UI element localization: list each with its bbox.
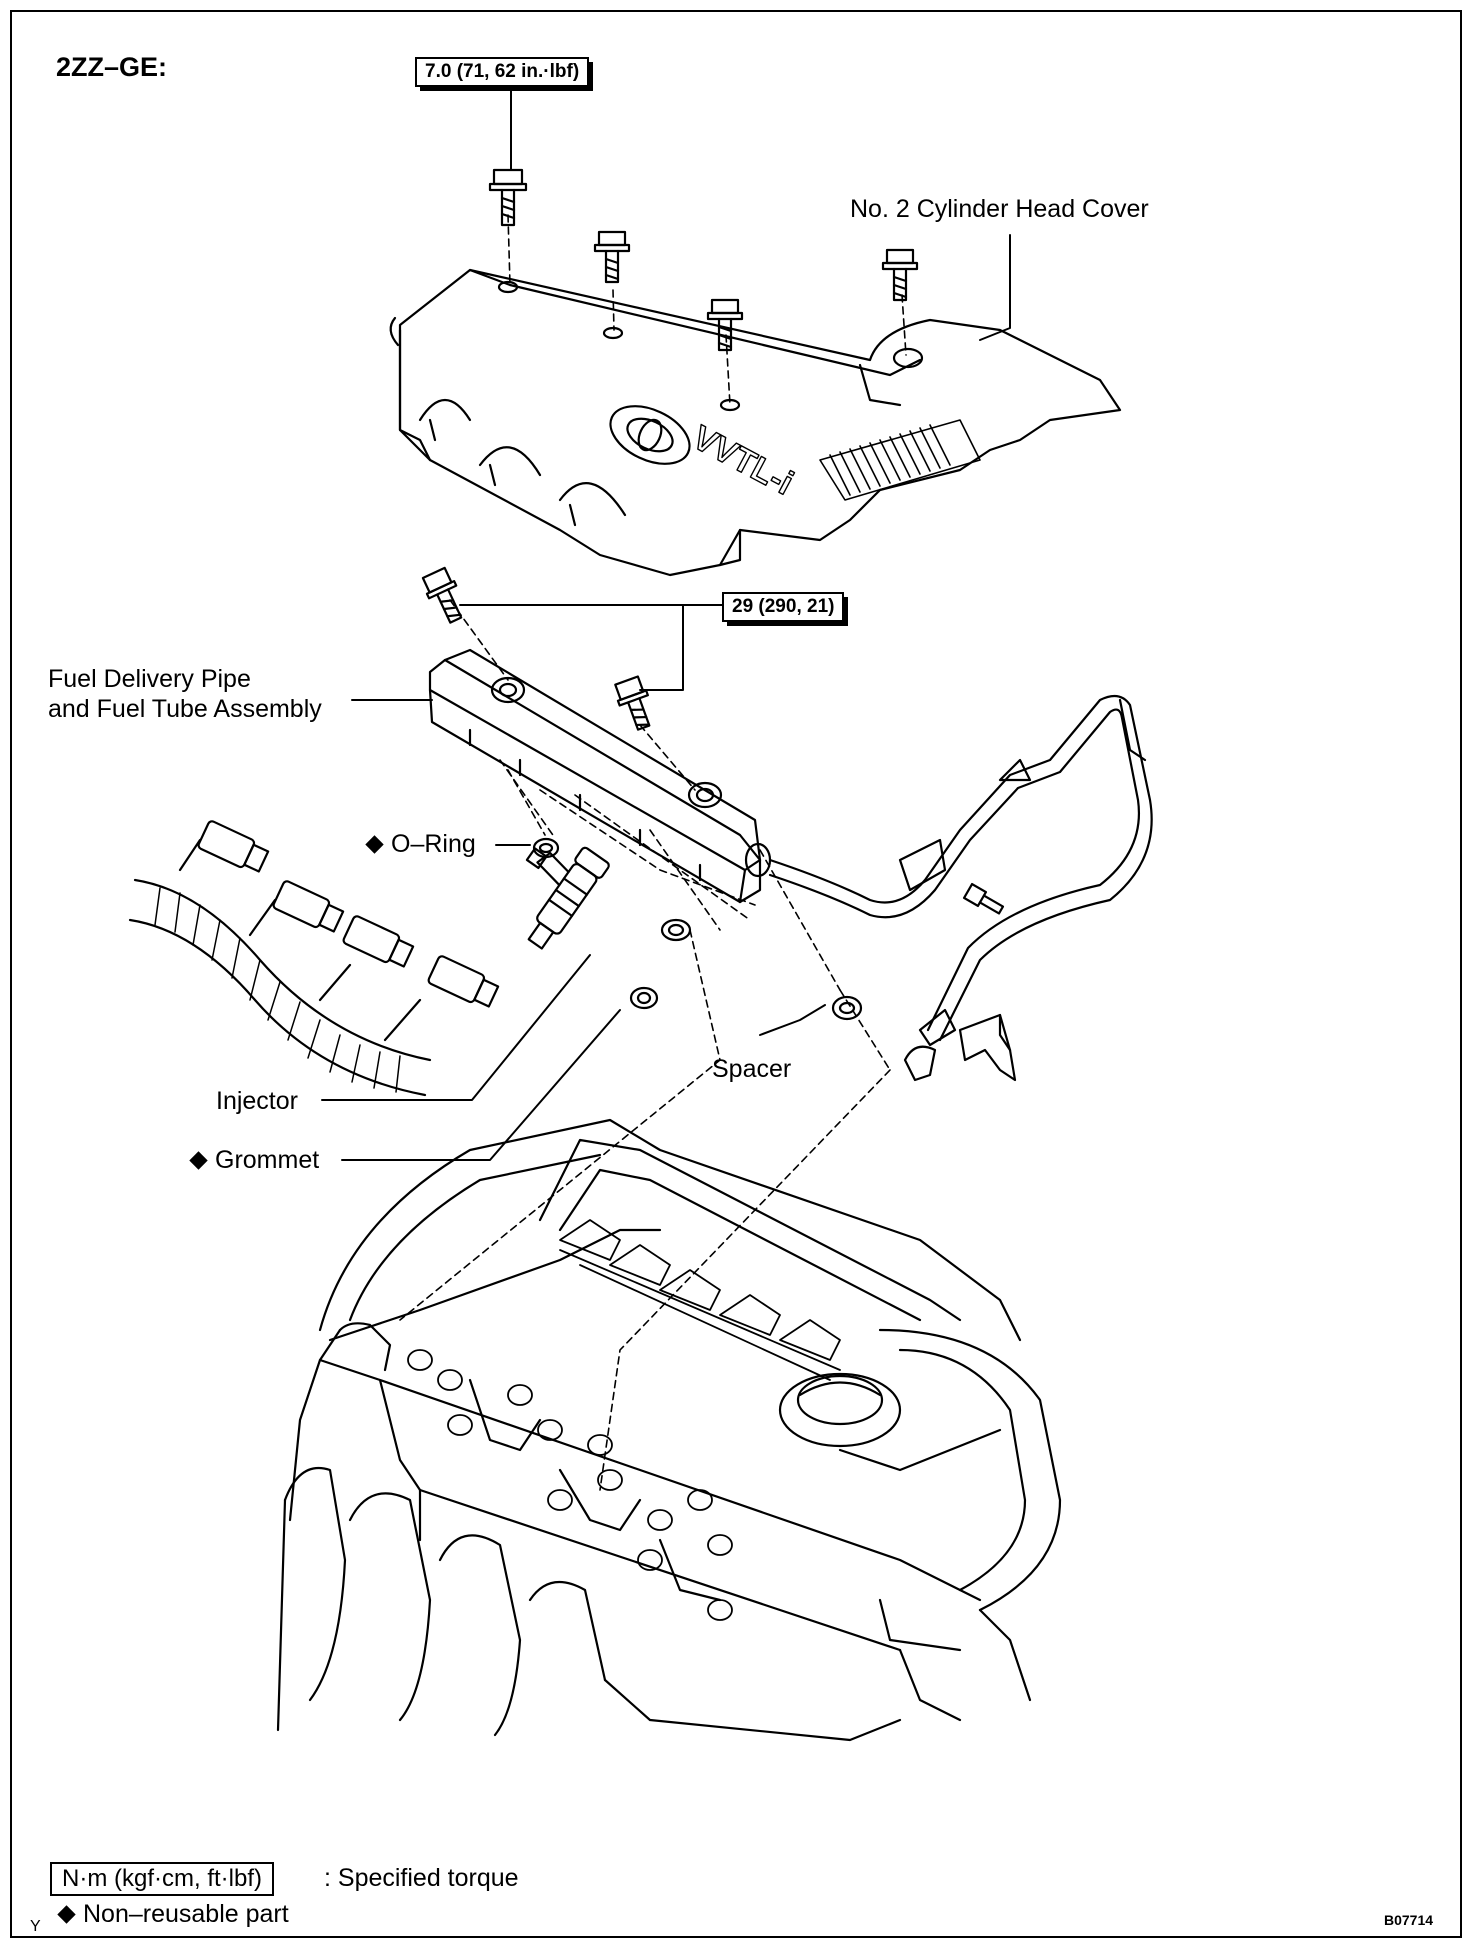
legend-nonreusable-text: Non–reusable part xyxy=(83,1900,289,1928)
grommet-label-text: Grommet xyxy=(215,1146,320,1174)
figure-code: B07714 xyxy=(1384,1912,1434,1928)
grommet-label: Grommet xyxy=(188,1146,319,1175)
legend-torque-desc: : Specified torque xyxy=(324,1864,519,1892)
head-cover-label: No. 2 Cylinder Head Cover xyxy=(850,195,1149,223)
legend-nonreusable: Non–reusable part xyxy=(56,1900,289,1929)
small-parts xyxy=(532,837,863,1021)
fuel-delivery-pipe xyxy=(428,648,1153,1082)
delivery-pipe-label-line1: Fuel Delivery Pipe xyxy=(48,665,251,693)
pipe-bolt-torque-spec: 29 (290, 21) xyxy=(722,592,849,626)
diamond-icon xyxy=(57,1905,76,1924)
spacer-label: Spacer xyxy=(712,1055,792,1083)
diagram-frame xyxy=(10,10,1462,1938)
injector xyxy=(525,846,610,950)
cover-bolt-torque-spec: 7.0 (71, 62 in.·lbf) xyxy=(415,57,594,91)
o-ring-label: O–Ring xyxy=(364,830,476,859)
wire-harness xyxy=(128,820,500,1097)
engine-cylinder-head xyxy=(276,1118,1062,1742)
leader-lines xyxy=(321,89,1011,1161)
corner-letter: Y xyxy=(30,1918,41,1935)
cover-emblem-text: VVTL-i xyxy=(686,419,799,503)
delivery-pipe-bolts xyxy=(421,566,651,731)
engine-title: 2ZZ–GE: xyxy=(56,52,168,82)
diamond-icon xyxy=(189,1151,208,1170)
cover-bolts xyxy=(488,168,919,352)
o-ring-label-text: O–Ring xyxy=(391,830,476,858)
diamond-icon xyxy=(365,835,384,854)
legend-torque-unit-box: N·m (kgf·cm, ft·lbf) xyxy=(50,1862,274,1896)
injector-label: Injector xyxy=(216,1087,298,1115)
delivery-pipe-label-line2: and Fuel Tube Assembly xyxy=(48,695,322,723)
